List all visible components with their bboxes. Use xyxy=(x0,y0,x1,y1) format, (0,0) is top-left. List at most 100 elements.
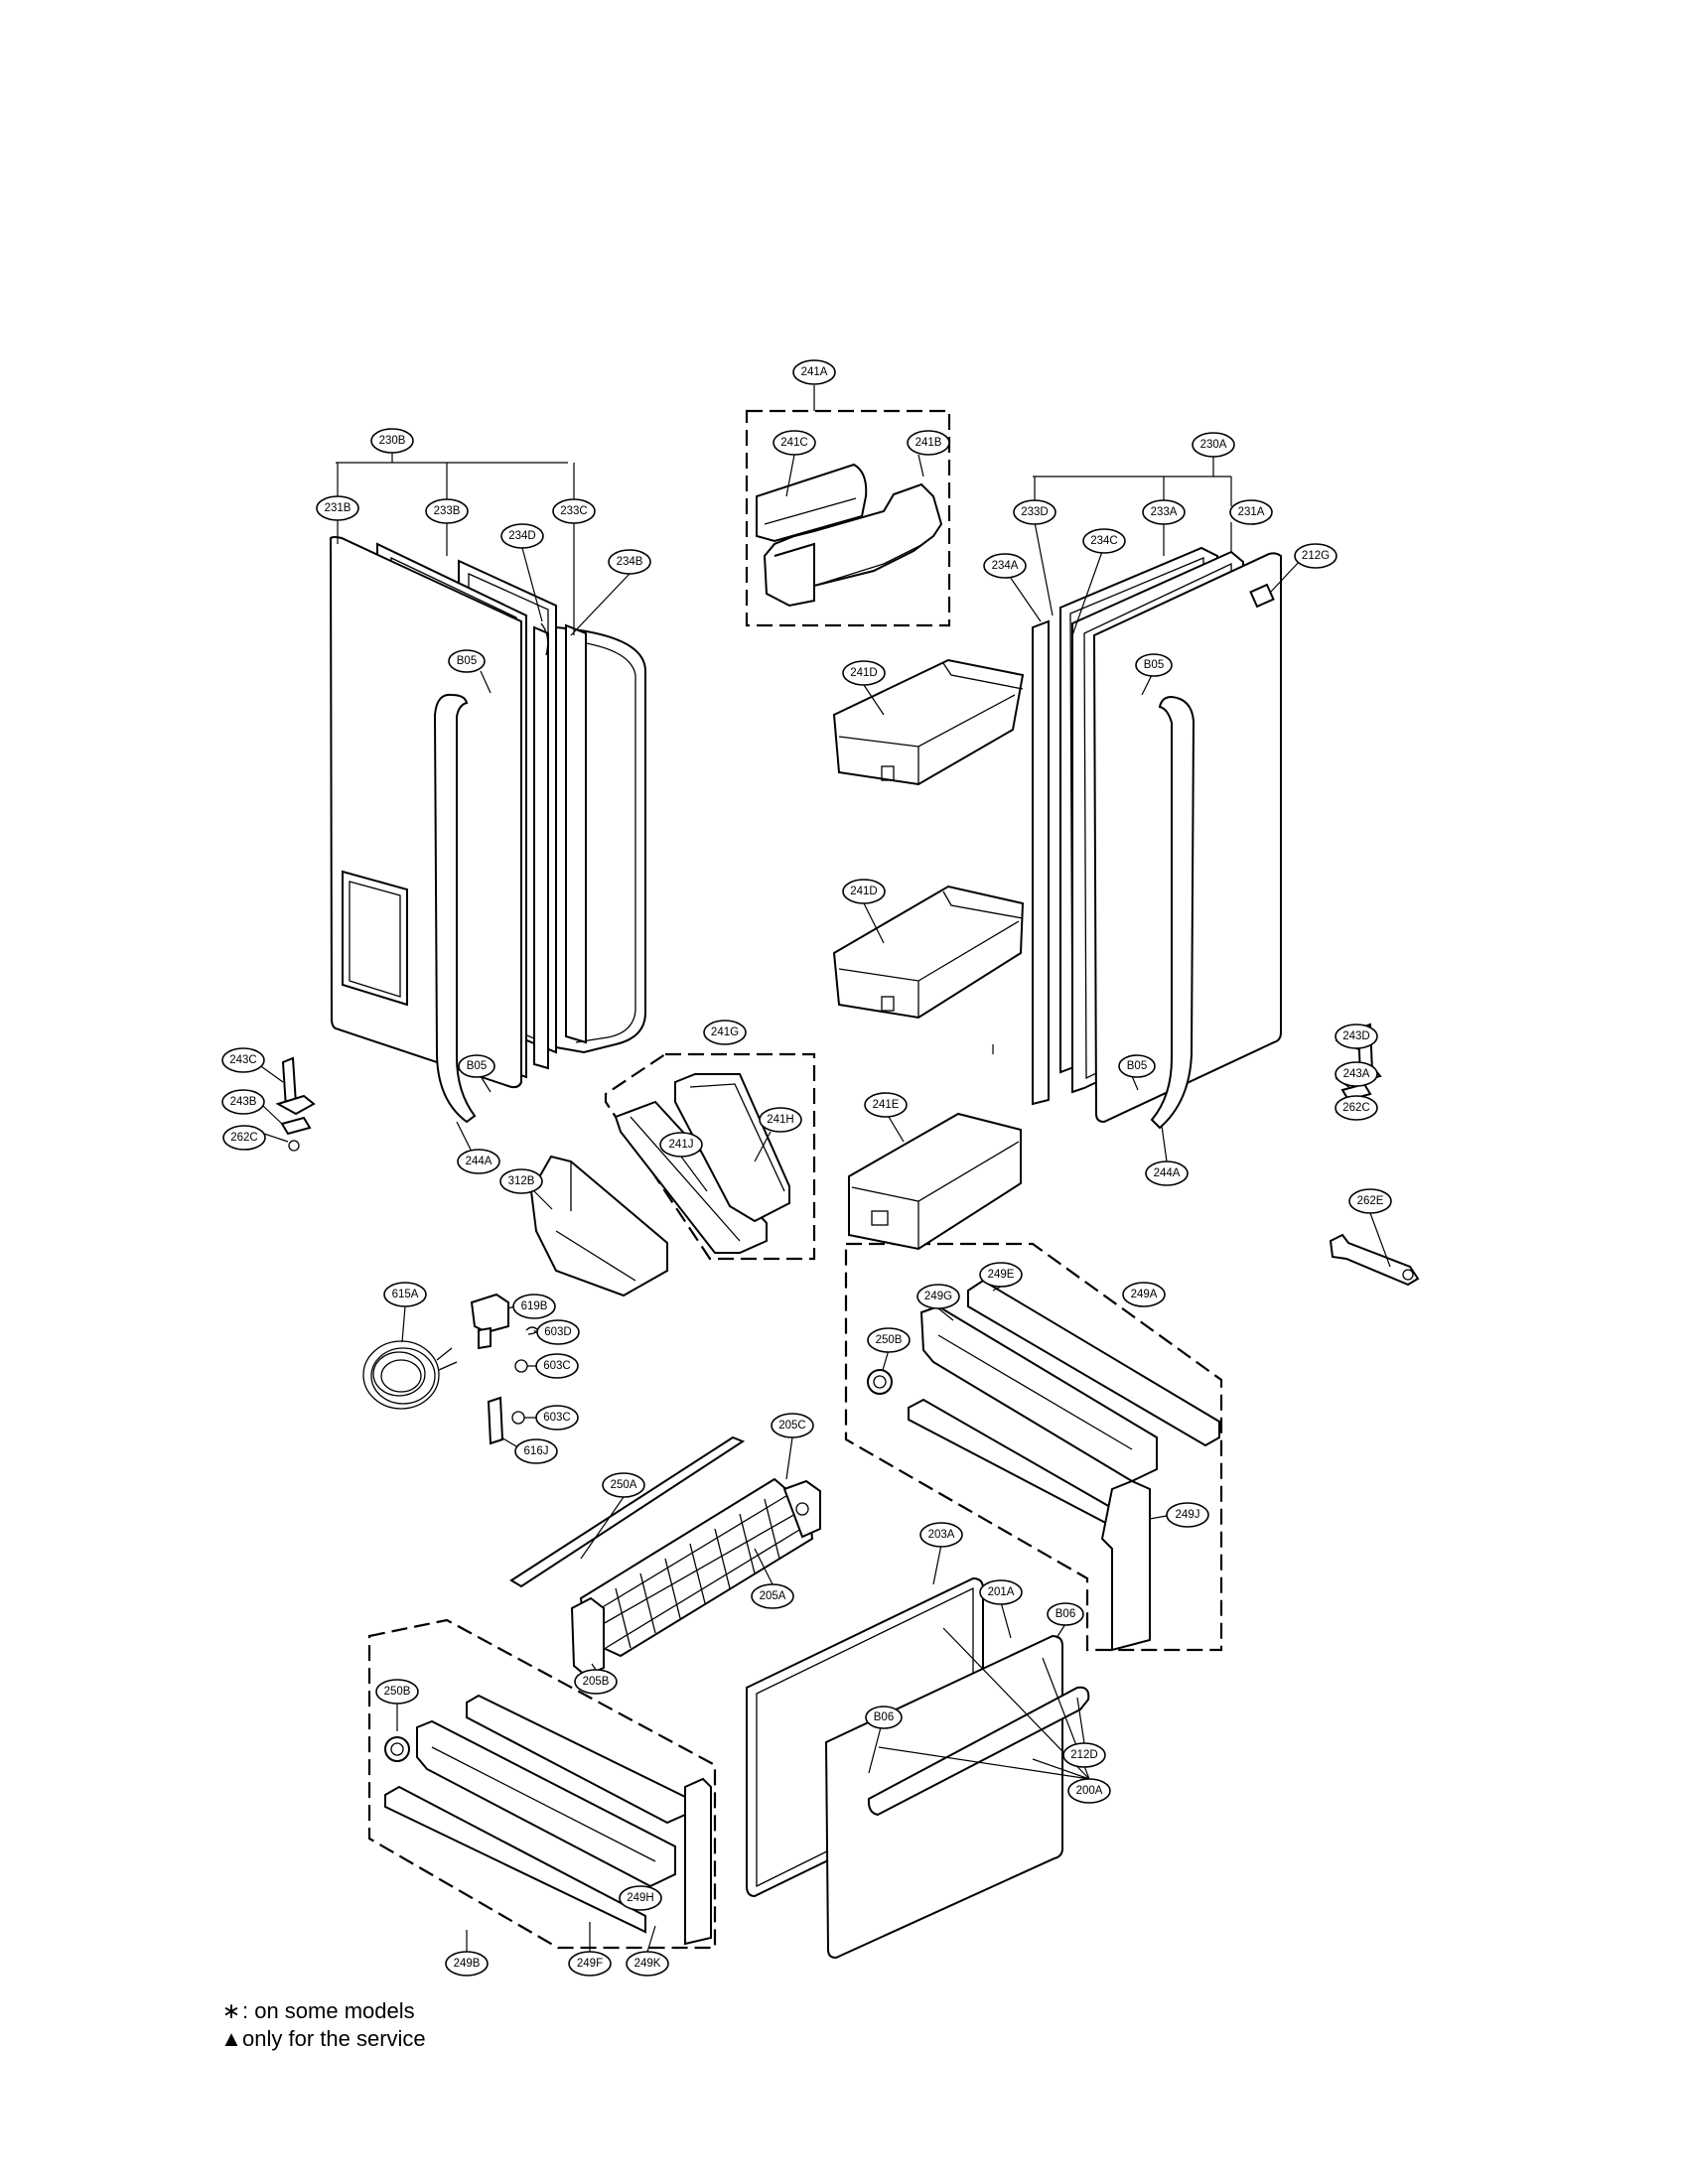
svg-text:249H: 249H xyxy=(627,1892,654,1904)
svg-text:B06: B06 xyxy=(1055,1608,1075,1620)
valve-619B xyxy=(470,1293,509,1350)
callout-231A: 231A xyxy=(1229,499,1273,525)
callout-B05-right-top: B05 xyxy=(1135,653,1173,677)
callout-230B: 230B xyxy=(370,428,414,454)
callout-241H: 241H xyxy=(759,1107,802,1133)
callout-250B-lower: 250B xyxy=(375,1679,419,1705)
legend: ∗: on some models ▲only for the service xyxy=(220,1997,426,2053)
group-249A-box xyxy=(844,1242,1223,1652)
callout-241E: 241E xyxy=(864,1092,908,1118)
callout-262C-right: 262C xyxy=(1335,1095,1378,1121)
callout-233A: 233A xyxy=(1142,499,1186,525)
svg-text:205B: 205B xyxy=(583,1676,610,1688)
bin-241D-lower xyxy=(832,885,1025,1020)
svg-text:250A: 250A xyxy=(611,1479,637,1491)
svg-text:205C: 205C xyxy=(778,1420,806,1432)
callout-241B: 241B xyxy=(907,430,950,456)
callout-249G: 249G xyxy=(916,1284,960,1309)
drawer-handle xyxy=(867,1686,1090,1817)
callout-241C: 241C xyxy=(773,430,816,456)
ring-603C-upper xyxy=(514,1359,528,1373)
legend-some-models-text: : on some models xyxy=(242,1998,415,2023)
callout-212D: 212D xyxy=(1062,1742,1106,1768)
svg-text:262C: 262C xyxy=(1342,1102,1370,1114)
svg-text:243B: 243B xyxy=(230,1096,257,1108)
callout-244A-left: 244A xyxy=(457,1149,500,1174)
svg-text:212D: 212D xyxy=(1070,1749,1098,1761)
svg-text:241D: 241D xyxy=(850,886,878,897)
svg-text:249A: 249A xyxy=(1131,1289,1158,1300)
callout-243B: 243B xyxy=(221,1089,265,1115)
svg-text:249F: 249F xyxy=(577,1958,603,1970)
callout-262E: 262E xyxy=(1348,1188,1392,1214)
group-249B-box xyxy=(367,1618,717,1950)
bin-241A-assembly xyxy=(756,463,943,608)
callout-249A: 249A xyxy=(1122,1282,1166,1307)
callout-262C-left: 262C xyxy=(222,1125,266,1151)
svg-text:233D: 233D xyxy=(1021,506,1049,518)
svg-text:249K: 249K xyxy=(634,1958,661,1970)
left-door-handle xyxy=(433,693,477,1124)
callout-241D-lower: 241D xyxy=(842,879,886,904)
callout-B06-upper: B06 xyxy=(1047,1602,1084,1626)
svg-text:230B: 230B xyxy=(379,435,406,447)
svg-text:603C: 603C xyxy=(543,1360,571,1372)
svg-text:241C: 241C xyxy=(780,437,808,449)
svg-text:249B: 249B xyxy=(454,1958,481,1970)
callout-243D: 243D xyxy=(1335,1024,1378,1049)
callout-241D-upper: 241D xyxy=(842,660,886,686)
callout-249K: 249K xyxy=(626,1951,669,1977)
svg-text:234B: 234B xyxy=(617,556,643,568)
svg-text:241B: 241B xyxy=(915,437,942,449)
callout-233C: 233C xyxy=(552,498,596,524)
fitting-616J xyxy=(487,1396,504,1445)
svg-text:243D: 243D xyxy=(1342,1030,1370,1042)
svg-text:603C: 603C xyxy=(543,1412,571,1424)
right-door-handle xyxy=(1150,695,1196,1130)
bracket-249B-group xyxy=(384,1694,712,1946)
bracket-249A-group xyxy=(867,1279,1220,1652)
svg-text:B06: B06 xyxy=(874,1711,894,1723)
callout-249B: 249B xyxy=(445,1951,489,1977)
svg-text:262C: 262C xyxy=(230,1132,258,1144)
callout-201A: 201A xyxy=(979,1579,1023,1605)
svg-text:203A: 203A xyxy=(928,1529,955,1541)
callout-234C: 234C xyxy=(1082,528,1126,554)
callout-241J: 241J xyxy=(659,1132,703,1158)
callout-603C-upper: 603C xyxy=(535,1353,579,1379)
triangle-icon: ▲ xyxy=(220,2026,242,2051)
group-241A-box xyxy=(745,409,951,627)
callout-233B: 233B xyxy=(425,498,469,524)
bin-241E xyxy=(848,1112,1022,1251)
callout-243A: 243A xyxy=(1335,1061,1378,1087)
callout-249F: 249F xyxy=(568,1951,612,1977)
callout-B06-lower: B06 xyxy=(865,1706,903,1729)
svg-text:200A: 200A xyxy=(1076,1785,1103,1797)
callout-233D: 233D xyxy=(1013,499,1056,525)
callout-603C-lower: 603C xyxy=(535,1405,579,1431)
left-door-assembly xyxy=(329,536,646,1124)
svg-text:233C: 233C xyxy=(560,505,588,517)
left-door-display-window xyxy=(342,870,408,1007)
svg-text:243A: 243A xyxy=(1343,1068,1370,1080)
left-hinge-assembly xyxy=(275,1056,316,1152)
bin-241D-upper xyxy=(832,658,1025,786)
ring-603C-lower xyxy=(511,1411,525,1425)
callout-243C: 243C xyxy=(221,1047,265,1073)
svg-text:205A: 205A xyxy=(760,1590,786,1602)
bin-312B xyxy=(529,1155,668,1297)
svg-text:250B: 250B xyxy=(876,1334,903,1346)
ring-603D xyxy=(525,1326,539,1335)
svg-text:233B: 233B xyxy=(434,505,461,517)
callout-231B: 231B xyxy=(316,495,359,521)
svg-text:212G: 212G xyxy=(1302,550,1330,562)
callout-241A: 241A xyxy=(792,359,836,385)
svg-text:243C: 243C xyxy=(229,1054,257,1066)
callout-B05-right-bottom: B05 xyxy=(1118,1054,1156,1078)
svg-text:615A: 615A xyxy=(392,1289,419,1300)
callout-249H: 249H xyxy=(619,1885,662,1911)
svg-text:B05: B05 xyxy=(467,1060,487,1072)
svg-text:241D: 241D xyxy=(850,667,878,679)
callout-200A: 200A xyxy=(1067,1778,1111,1804)
